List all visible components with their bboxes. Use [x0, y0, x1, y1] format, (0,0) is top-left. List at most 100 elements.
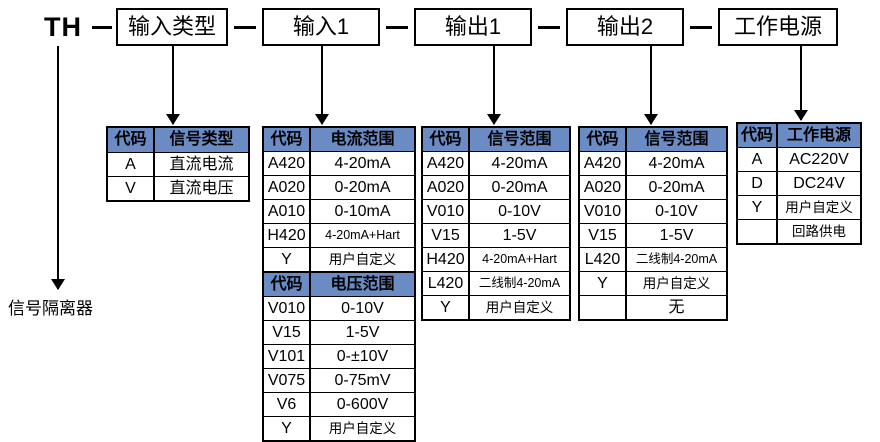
header-cell-value: 信号类型	[169, 131, 234, 148]
cell-code	[738, 220, 778, 243]
cell-code: V010	[264, 297, 311, 320]
separator-dash-1	[92, 26, 112, 29]
cell-value: 0-20mA	[491, 178, 548, 196]
table-row: H420 4-20mA+Hart	[264, 224, 414, 248]
table-row: H420 4-20mA+Hart	[423, 248, 569, 272]
table-row: V010 0-10V	[580, 200, 726, 224]
cell-value: 0-10V	[498, 202, 541, 220]
cell-code: L420	[580, 248, 627, 271]
header-cell-value: 工作电源	[786, 126, 851, 144]
table-row: V6 0-600V	[264, 393, 414, 417]
table-row: A420 4-20mA	[264, 152, 414, 176]
segment-box-input-1: 输入1	[262, 8, 380, 46]
cell-value: AC220V	[789, 150, 849, 168]
cell-code: V15	[423, 224, 470, 247]
cell-value: 无	[668, 298, 685, 316]
table-row: Y 用户自定义	[264, 248, 414, 272]
spec-table-output-2: 代码 信号范围 A420 4-20mA A020 0-20mA V010 0-1…	[578, 126, 728, 321]
cell-value: 0-10V	[655, 202, 698, 220]
spec-table-output-1: 代码 信号范围 A420 4-20mA A020 0-20mA V010 0-1…	[421, 126, 571, 321]
separator-dash-3	[386, 26, 408, 29]
spec-table-input-type: 代码 信号类型 A 直流电流 V 直流电压	[106, 126, 250, 202]
cell-code: Y	[580, 272, 627, 295]
separator-dash-4	[538, 26, 560, 29]
cell-code: V010	[423, 200, 470, 223]
subheader-cell-code: 代码	[264, 273, 311, 296]
cell-value: 1-5V	[345, 323, 380, 341]
cell-code: A420	[580, 152, 627, 175]
cell-value: 4-20mA+Hart	[482, 252, 557, 267]
cell-value: 1-5V	[502, 226, 537, 244]
table-row: V15 1-5V	[580, 224, 726, 248]
table-row: V010 0-10V	[264, 297, 414, 321]
table-row: D DC24V	[738, 172, 860, 196]
cell-value: 二线制4-20mA	[478, 276, 561, 291]
table-row: A AC220V	[738, 148, 860, 172]
table-row: Y 用户自定义	[423, 296, 569, 319]
separator-dash-2	[234, 26, 256, 29]
cell-value: 4-20mA	[648, 154, 705, 172]
cell-value: 4-20mA+Hart	[325, 228, 400, 243]
cell-value: 0-10mA	[334, 202, 391, 220]
segment-box-power-supply: 工作电源	[718, 8, 838, 46]
cell-code: A	[738, 148, 778, 171]
table-row: 无	[580, 296, 726, 319]
cell-value: 用户自定义	[328, 251, 397, 267]
cell-code: A020	[580, 176, 627, 199]
cell-code: D	[738, 172, 778, 195]
cell-value: 0-75mV	[334, 371, 391, 389]
cell-code: A020	[423, 176, 470, 199]
cell-code: Y	[738, 196, 778, 219]
header-cell-value: 信号范围	[487, 130, 552, 148]
cell-code: A420	[423, 152, 470, 175]
segment-box-output-2: 输出2	[566, 8, 684, 46]
cell-value: 直流电压	[169, 179, 234, 197]
table-row: Y 用户自定义	[738, 196, 860, 220]
cell-code: V15	[264, 321, 311, 344]
table-row: V010 0-10V	[423, 200, 569, 224]
table-row: V15 1-5V	[264, 321, 414, 345]
spec-table-power-supply: 代码 工作电源 A AC220V D DC24V Y 用户自定义 回路供电	[736, 122, 862, 245]
table-row: A020 0-20mA	[423, 176, 569, 200]
table-row: V101 0-±10V	[264, 345, 414, 369]
table-row: A420 4-20mA	[423, 152, 569, 176]
table-header-row: 代码 电流范围	[264, 128, 414, 152]
cell-value: 用户自定义	[642, 275, 711, 291]
cell-code: L420	[423, 272, 470, 295]
cell-code: A	[108, 153, 155, 176]
table-header-row: 代码 信号范围	[580, 128, 726, 152]
cell-value: 0-20mA	[334, 178, 391, 196]
table-row: A 直流电流	[108, 153, 248, 177]
separator-dash-5	[690, 26, 712, 29]
cell-value: 0-20mA	[648, 178, 705, 196]
cell-code: Y	[264, 248, 311, 271]
cell-value: 0-600V	[336, 395, 389, 413]
table-header-row: 代码 工作电源	[738, 124, 860, 148]
segment-box-output-1: 输出1	[414, 8, 532, 46]
table-row: L420 二线制4-20mA	[580, 248, 726, 272]
table-row: 回路供电	[738, 220, 860, 243]
cell-code: V15	[580, 224, 627, 247]
table-header-row: 代码 信号范围	[423, 128, 569, 152]
cell-code: H420	[423, 248, 470, 271]
table-subheader-row: 代码 电压范围	[264, 272, 414, 297]
subheader-cell-value: 电压范围	[330, 275, 395, 293]
cell-value: 回路供电	[792, 223, 846, 239]
cell-value: 0-±10V	[336, 347, 389, 365]
cell-value: 二线制4-20mA	[635, 252, 718, 267]
header-cell-code: 代码	[108, 128, 155, 152]
table-header-row: 代码 信号类型	[108, 128, 248, 153]
model-prefix: TH	[44, 12, 82, 42]
table-row: A020 0-20mA	[580, 176, 726, 200]
cell-code: V075	[264, 369, 311, 392]
table-row: L420 二线制4-20mA	[423, 272, 569, 296]
cell-code: H420	[264, 224, 311, 247]
cell-value: DC24V	[793, 174, 845, 192]
cell-value: 直流电流	[169, 155, 234, 173]
header-cell-code: 代码	[423, 128, 470, 151]
spec-table-input-1: 代码 电流范围 A420 4-20mA A020 0-20mA A010 0-1…	[262, 126, 416, 442]
table-row: A420 4-20mA	[580, 152, 726, 176]
diagram-caption: 信号隔离器	[8, 299, 93, 318]
cell-value: 4-20mA	[334, 154, 391, 172]
table-row: V 直流电压	[108, 177, 248, 200]
